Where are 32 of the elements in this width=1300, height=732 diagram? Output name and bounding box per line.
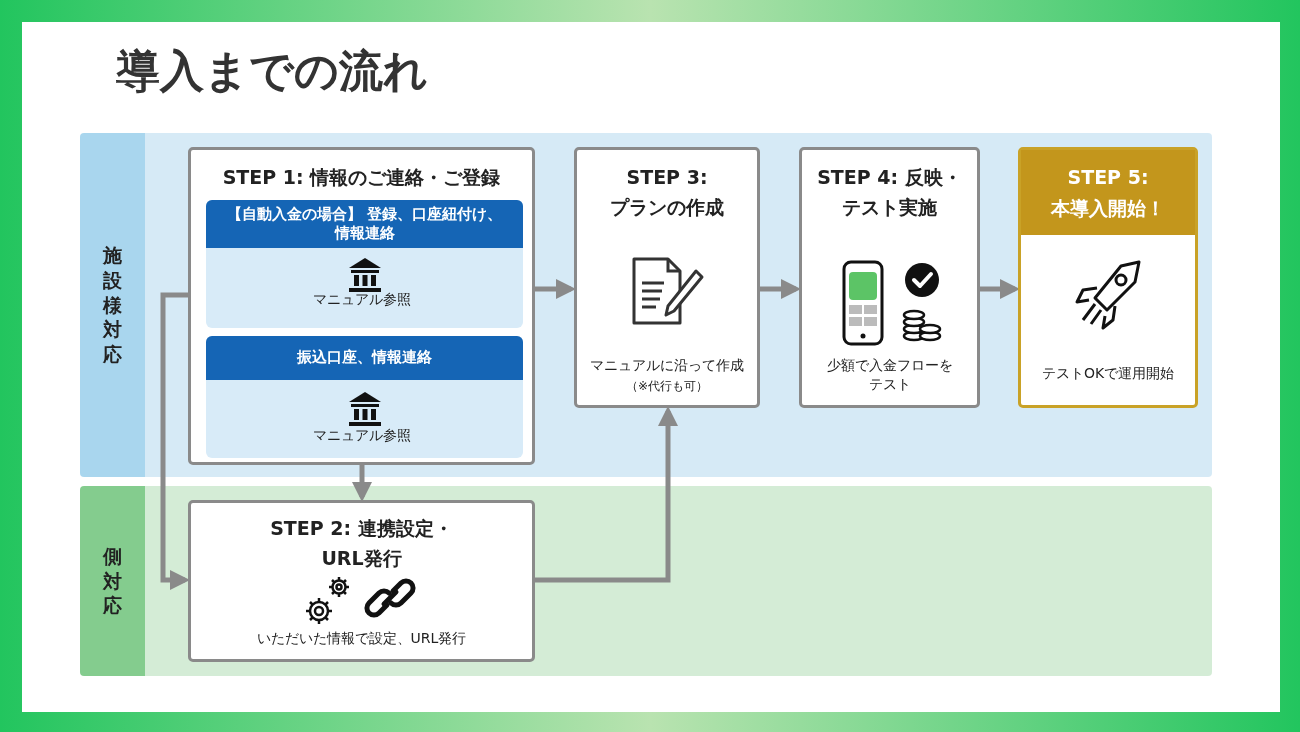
swimlane-band <box>80 486 1212 676</box>
header-band: 振込口座、情報連絡 <box>206 336 523 380</box>
case-panel <box>206 200 523 328</box>
step-box <box>188 147 535 465</box>
step-caption: マニュアル参照 <box>311 426 412 445</box>
step-title: STEP 2: 連携設定・URL発行 <box>269 516 454 572</box>
header-band: STEP 5: 本導入開始！ <box>1021 150 1195 235</box>
step-box <box>574 147 760 408</box>
arrow <box>980 279 1020 299</box>
step-caption: テストOKで運用開始 <box>1040 364 1176 383</box>
arrow <box>535 279 576 299</box>
lane-label: 側対応 <box>102 543 123 619</box>
arrow <box>760 279 801 299</box>
step-box <box>799 147 980 408</box>
step-caption: マニュアル参照 <box>311 290 412 309</box>
arrow <box>535 406 678 583</box>
step-title: STEP 4: 反映・テスト実施 <box>816 165 963 221</box>
step-caption: （※代行も可） <box>624 378 710 395</box>
arrow <box>352 465 372 502</box>
swimlane-band <box>80 133 1212 477</box>
step-box <box>188 500 535 662</box>
step-title: STEP 1: 情報のご連絡・ご登録 <box>221 165 502 190</box>
step-title: STEP 3: プランの作成 <box>609 165 725 221</box>
case-panel <box>206 336 523 458</box>
lane-label: 施設様対応 <box>102 243 123 367</box>
step-caption: いただいた情報で設定、URL発行 <box>255 629 468 648</box>
step-box <box>1018 147 1198 408</box>
step-caption: 少額で入金フローをテスト <box>825 356 954 394</box>
page-title: 導入までの流れ <box>116 44 428 98</box>
step-caption: マニュアルに沿って作成 <box>589 356 745 375</box>
header-band: 【自動入金の場合】 登録、口座紐付け、情報連絡 <box>206 200 523 248</box>
arrow <box>160 292 190 590</box>
